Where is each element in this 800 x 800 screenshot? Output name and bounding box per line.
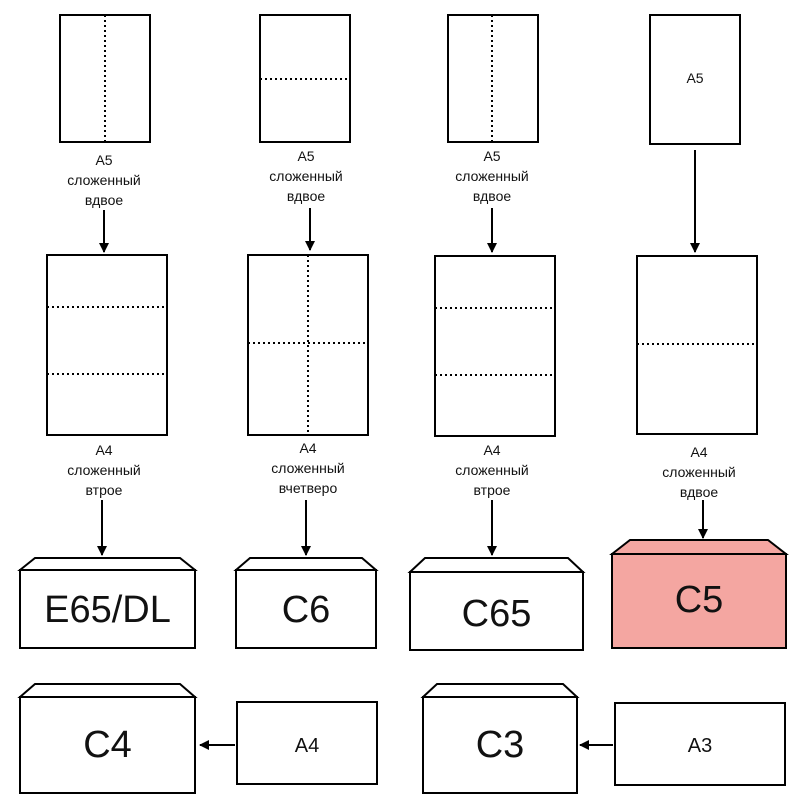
c4-envelope [19,696,196,794]
a4-sheet-landscape [236,701,378,785]
col1-envelope-flap [17,557,198,571]
col2-a5-caption: A5 сложенный вдвое [269,148,343,204]
envelope-label-c6: C6 [281,589,331,631]
col1-a5-caption: A5 сложенный вдвое [67,152,141,208]
col3-a5-sheet [447,14,539,143]
col1-a5-sheet [59,14,151,143]
col3-envelope-flap [407,557,586,573]
col2-envelope-flap [233,557,379,571]
col2-a4-caption: A4 сложенный вчетверо [271,440,345,496]
envelope-label-e65-dl: E65/DL [44,589,171,631]
col2-envelope [235,569,377,649]
c3-envelope [422,696,578,794]
col3-envelope [409,571,584,651]
envelope-label-c4: C4 [83,724,132,766]
col4-a4-caption: A4 сложенный вдвое [662,444,736,500]
col3-a4-caption: A4 сложенный втрое [455,442,529,498]
col1-envelope [19,569,196,649]
a3-sheet-landscape [614,702,786,786]
col1-a4-sheet [46,254,168,436]
envelope-label-c3: C3 [475,724,525,766]
col3-a4-sheet [434,255,556,437]
envelope-label-c5: C5 [674,579,724,621]
c3-envelope-flap [420,683,580,698]
c4-envelope-flap [17,683,198,698]
sheet-label-a4: A4 [294,735,320,757]
col4-a5-sheet [649,14,741,145]
col1-a4-caption: A4 сложенный втрое [67,442,141,498]
col3-a5-caption: A5 сложенный вдвое [455,148,529,204]
col4-envelope-flap [609,539,789,555]
col4-envelope [611,553,787,649]
sheet-label-a3: A3 [687,735,713,757]
envelope-label-c65: C65 [461,593,532,635]
col4-a5-label: A5 [686,70,704,86]
